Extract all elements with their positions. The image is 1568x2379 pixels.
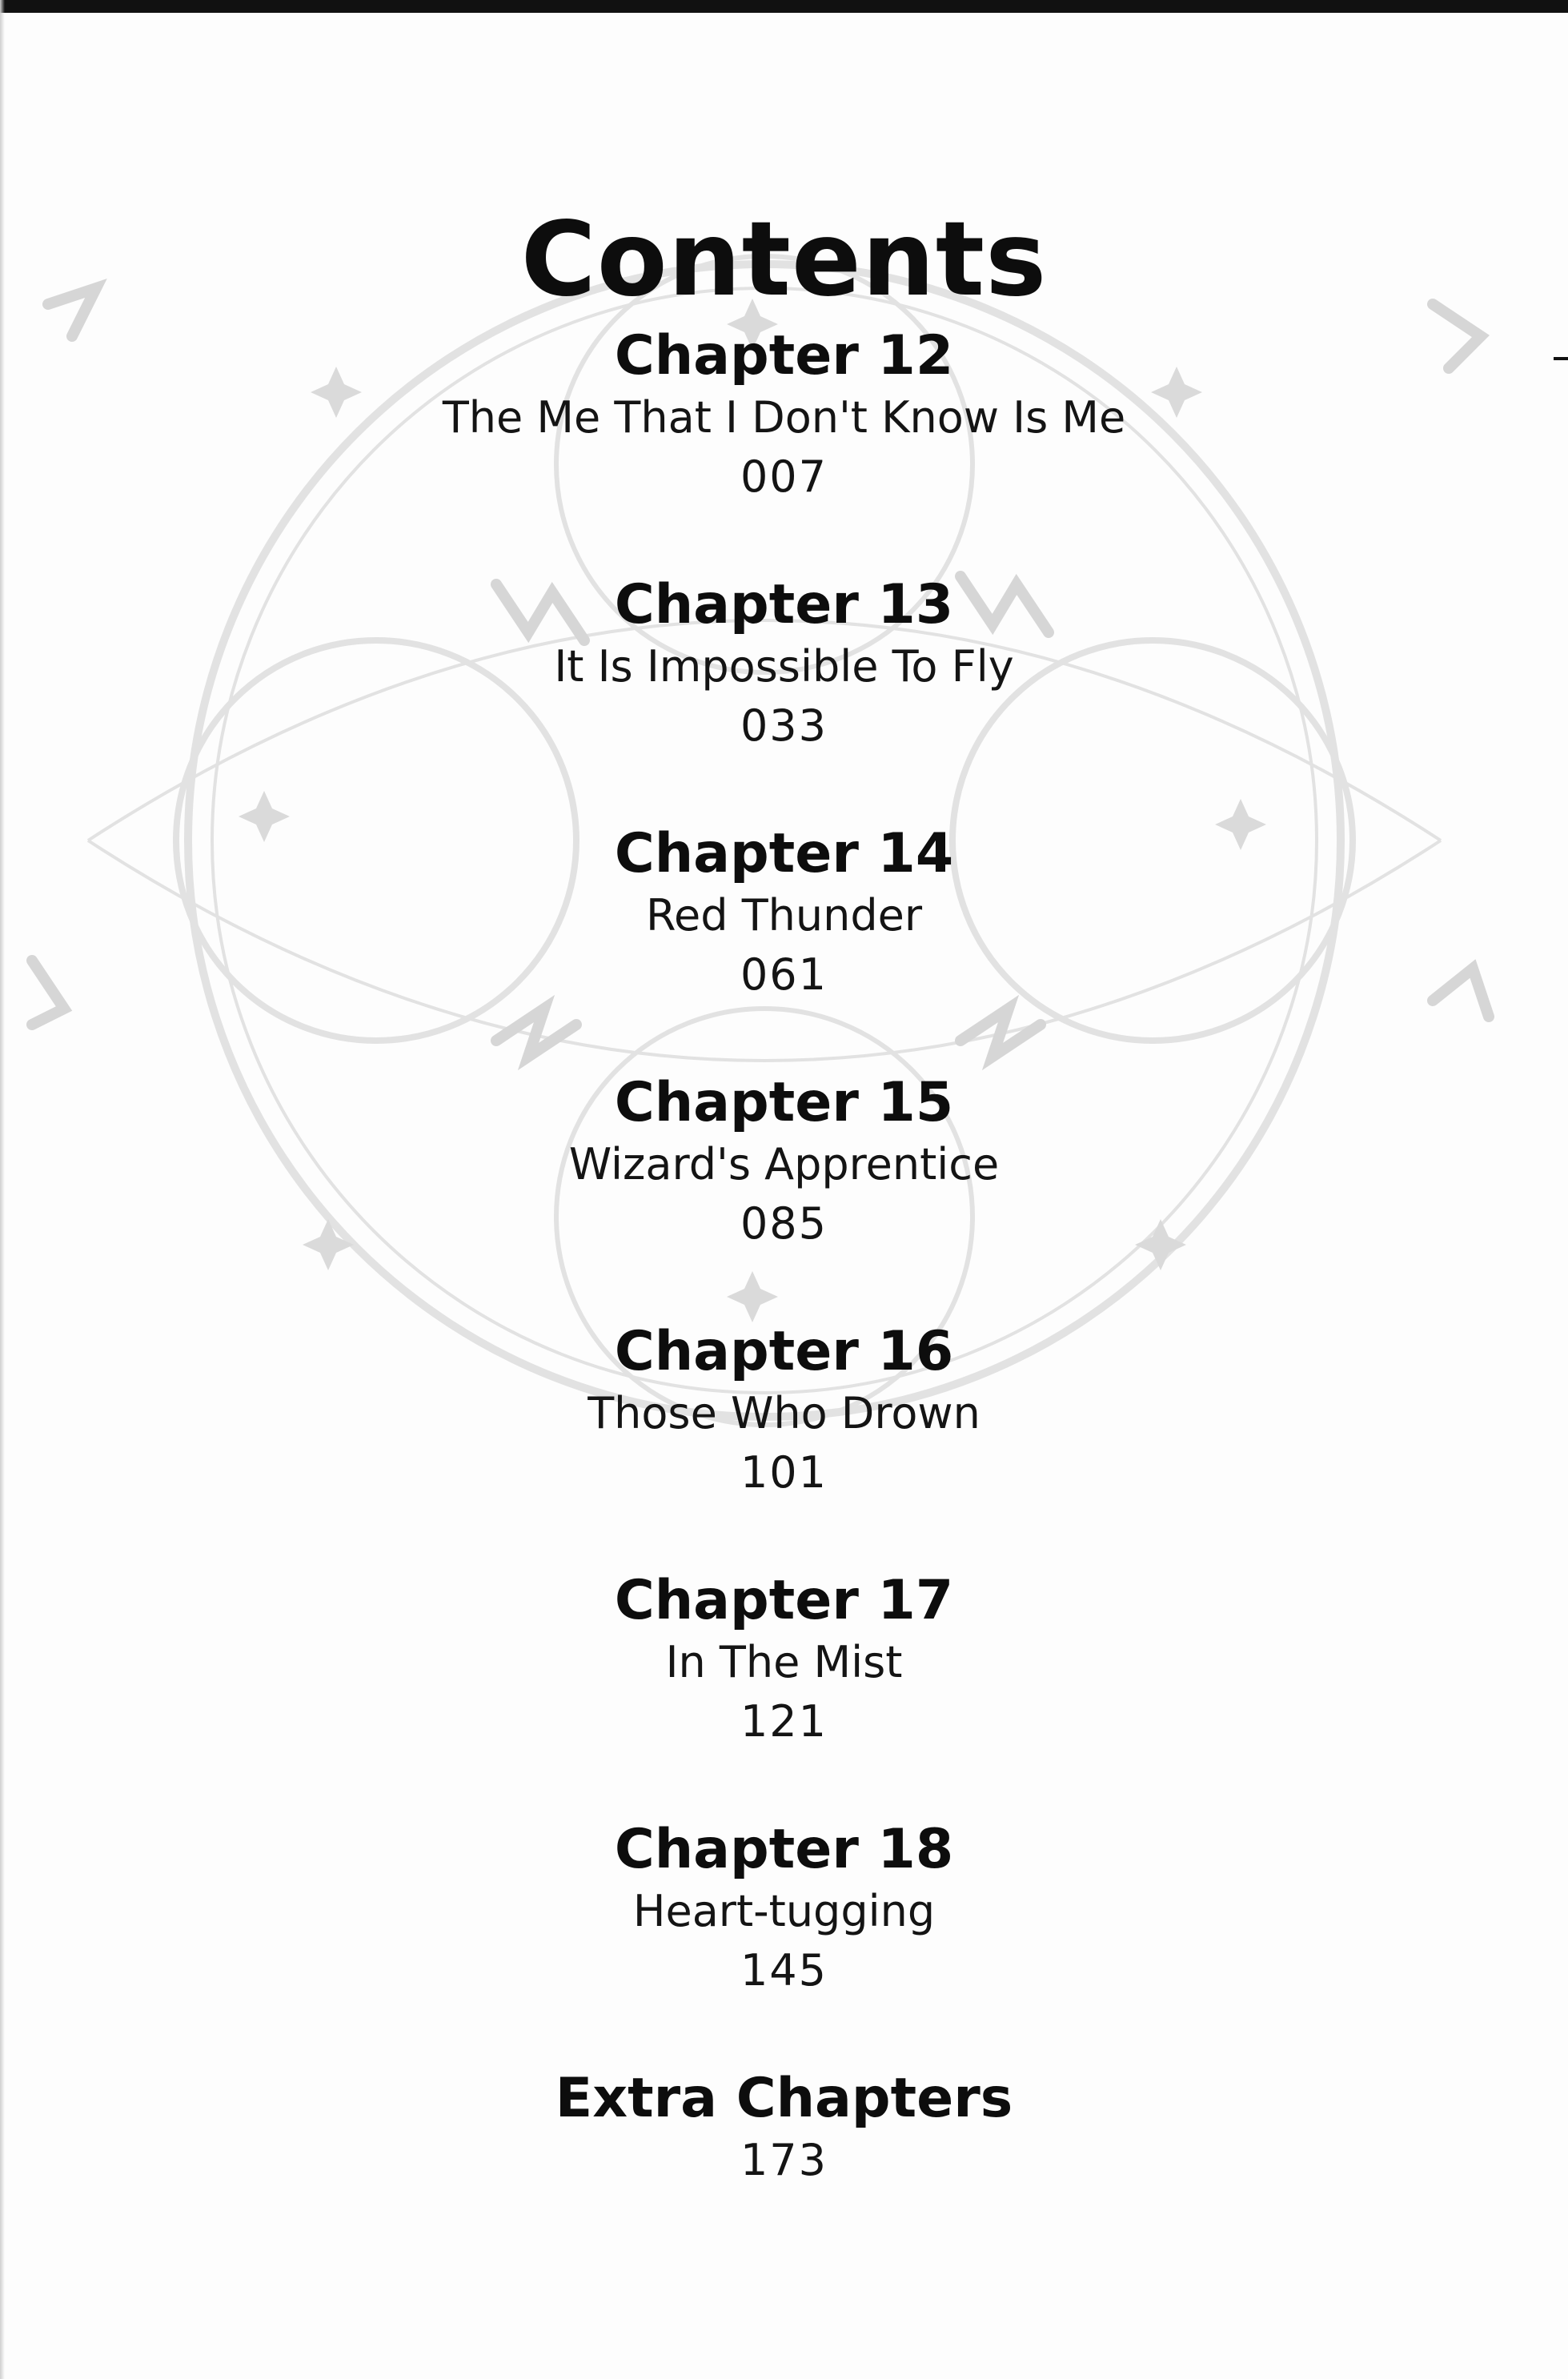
toc-entry-chapter-18: Chapter 18 Heart-tugging 145 xyxy=(0,1818,1568,2000)
toc-entry-chapter-14: Chapter 14 Red Thunder 061 xyxy=(0,822,1568,1005)
toc-entry-chapter-12: Chapter 12 The Me That I Don't Know Is M… xyxy=(0,324,1568,507)
entry-spacer xyxy=(0,1502,1568,1569)
chapter-heading: Chapter 17 xyxy=(614,1569,954,1632)
chapter-heading: Chapter 14 xyxy=(614,822,954,885)
chapter-page-number: 173 xyxy=(740,2135,828,2185)
scan-left-edge xyxy=(0,0,5,2379)
table-of-contents: Contents Chapter 12 The Me That I Don't … xyxy=(0,200,1568,2190)
chapter-subtitle: The Me That I Don't Know Is Me xyxy=(442,392,1126,443)
entry-spacer xyxy=(0,2000,1568,2067)
chapter-subtitle: It Is Impossible To Fly xyxy=(554,641,1014,692)
chapter-page-number: 121 xyxy=(740,1696,828,1747)
chapter-page-number: 085 xyxy=(740,1198,828,1249)
chapter-heading: Chapter 18 xyxy=(614,1818,954,1881)
toc-entry-chapter-16: Chapter 16 Those Who Drown 101 xyxy=(0,1320,1568,1502)
chapter-heading: Chapter 15 xyxy=(614,1071,954,1134)
chapter-page-number: 033 xyxy=(740,700,828,751)
toc-entry-chapter-15: Chapter 15 Wizard's Apprentice 085 xyxy=(0,1071,1568,1254)
scan-top-edge xyxy=(0,0,1568,13)
page-title: Contents xyxy=(520,200,1048,319)
scan-right-mark xyxy=(1554,357,1568,360)
chapter-subtitle: Those Who Drown xyxy=(587,1388,981,1438)
chapter-subtitle: Wizard's Apprentice xyxy=(568,1139,1000,1190)
entry-spacer xyxy=(0,507,1568,573)
chapter-page-number: 061 xyxy=(740,949,828,1000)
chapter-subtitle: In The Mist xyxy=(665,1637,903,1687)
chapter-heading: Chapter 13 xyxy=(614,573,954,636)
toc-entry-chapter-17: Chapter 17 In The Mist 121 xyxy=(0,1569,1568,1751)
chapter-page-number: 145 xyxy=(740,1945,828,1996)
chapter-page-number: 101 xyxy=(740,1447,828,1498)
chapter-heading: Chapter 12 xyxy=(614,324,954,387)
toc-entry-chapter-13: Chapter 13 It Is Impossible To Fly 033 xyxy=(0,573,1568,756)
chapter-heading: Extra Chapters xyxy=(555,2067,1013,2130)
entry-spacer xyxy=(0,1005,1568,1071)
chapter-subtitle: Heart-tugging xyxy=(632,1886,936,1936)
entry-spacer xyxy=(0,1751,1568,1818)
chapter-heading: Chapter 16 xyxy=(614,1320,954,1383)
chapter-page-number: 007 xyxy=(740,451,828,502)
entry-spacer xyxy=(0,756,1568,822)
chapter-subtitle: Red Thunder xyxy=(645,890,923,941)
entry-spacer xyxy=(0,1254,1568,1320)
toc-entry-extra-chapters: Extra Chapters 173 xyxy=(0,2067,1568,2190)
